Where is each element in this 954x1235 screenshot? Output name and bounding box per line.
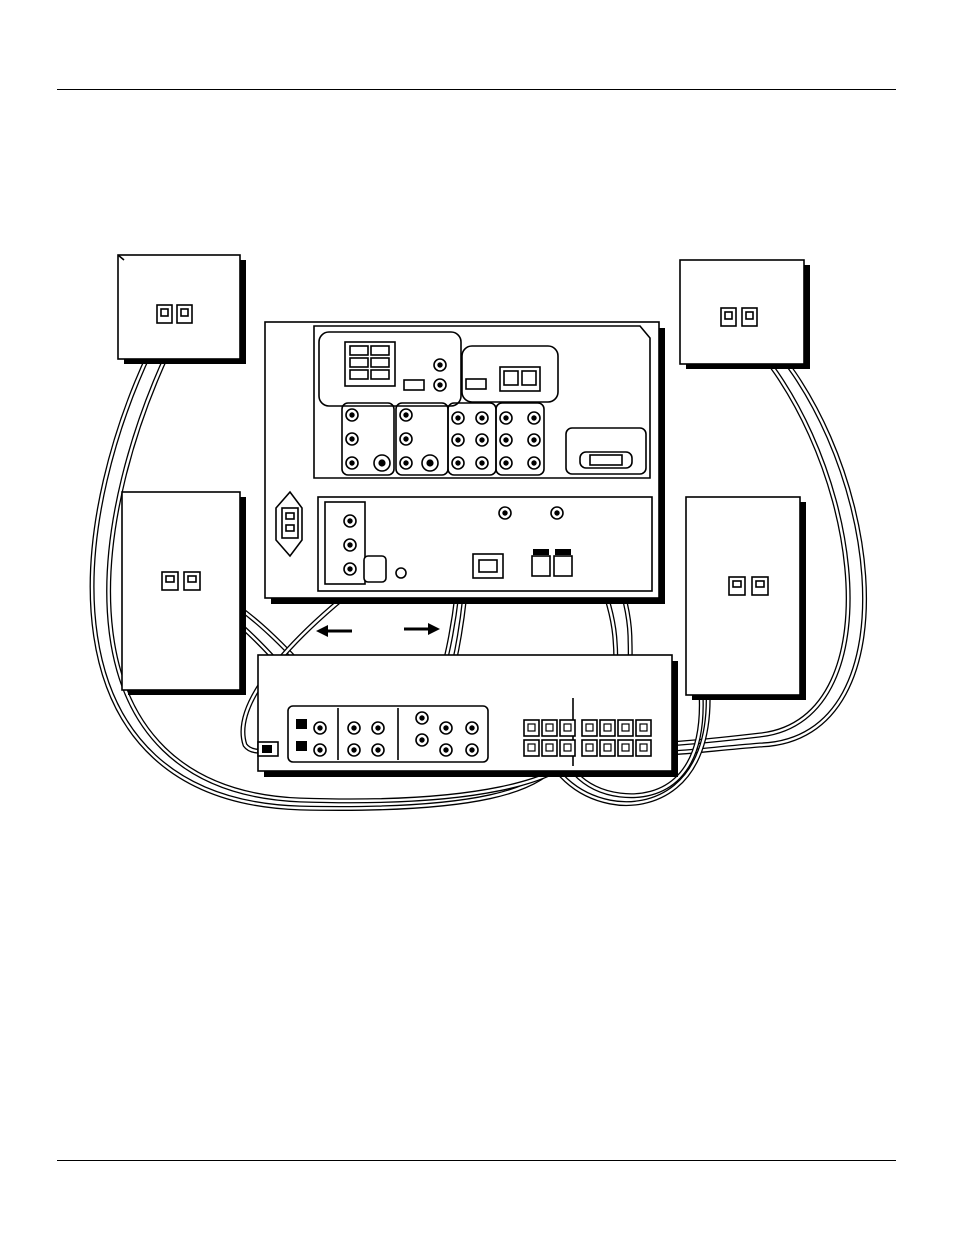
rca-jack-icon <box>346 409 358 421</box>
slide-switch-icon <box>404 380 424 390</box>
rca-jack-icon <box>344 515 356 527</box>
rca-jack-icon <box>344 539 356 551</box>
optical-plug-icon <box>258 742 278 756</box>
rca-jack-icon <box>400 457 412 469</box>
rca-jack-icon <box>344 563 356 575</box>
speaker-terminal-icon <box>560 720 575 736</box>
speaker-terminal-icon <box>618 720 633 736</box>
speaker-front-right <box>680 260 810 369</box>
audio-receiver <box>258 655 678 777</box>
rca-jack-icon <box>400 433 412 445</box>
rca-jack-icon <box>372 722 384 734</box>
speaker-terminal-icon <box>636 720 651 736</box>
rca-jack-icon <box>348 744 360 756</box>
tv-back-panel <box>265 322 665 604</box>
speaker-rear-right <box>686 497 806 700</box>
speaker-terminal-icon <box>542 740 557 756</box>
rca-jack-icon <box>499 507 511 519</box>
rca-jack-icon <box>528 434 540 446</box>
rca-jack-icon <box>476 434 488 446</box>
rca-jack-icon <box>466 744 478 756</box>
rca-jack-icon <box>452 412 464 424</box>
left-arrow <box>316 625 352 637</box>
speaker-terminal-icon <box>618 740 633 756</box>
rca-jack-icon <box>346 457 358 469</box>
phone-jack-icon <box>473 554 503 578</box>
speaker-terminal-icon <box>582 740 597 756</box>
rca-jack-icon <box>348 722 360 734</box>
rca-jack-icon <box>400 409 412 421</box>
speaker-terminal-icon <box>636 740 651 756</box>
rca-jack-icon <box>374 455 390 471</box>
rca-jack-icon <box>422 455 438 471</box>
rca-jack-icon <box>452 434 464 446</box>
speaker-terminal-icon <box>524 740 539 756</box>
speaker-rear-left <box>122 492 246 695</box>
rca-jack-icon <box>528 457 540 469</box>
dvi-port-icon <box>580 452 632 468</box>
speaker-terminal-icon <box>600 740 615 756</box>
rca-jack-icon <box>416 712 428 724</box>
rca-jack-icon <box>528 412 540 424</box>
slide-switch-icon <box>466 379 486 389</box>
rca-jack-icon <box>314 722 326 734</box>
rca-jack-icon <box>372 744 384 756</box>
speaker-terminal-icon <box>542 720 557 736</box>
rca-jack-icon <box>434 379 446 391</box>
rca-jack-icon <box>500 434 512 446</box>
rca-jack-icon <box>440 744 452 756</box>
speaker-terminal-icon <box>600 720 615 736</box>
rca-jack-icon <box>346 433 358 445</box>
rca-jack-icon <box>440 722 452 734</box>
rca-jack-icon <box>476 412 488 424</box>
rca-jack-icon <box>452 457 464 469</box>
speaker-terminal-icon <box>524 720 539 736</box>
rca-jack-icon <box>500 457 512 469</box>
rca-jack-icon <box>416 734 428 746</box>
rca-jack-icon <box>466 722 478 734</box>
rca-jack-icon <box>551 507 563 519</box>
speaker-front-left <box>118 255 246 364</box>
rca-jack-icon <box>314 744 326 756</box>
speaker-terminal-icon <box>582 720 597 736</box>
rca-jack-icon <box>500 412 512 424</box>
rca-jack-icon <box>434 359 446 371</box>
right-arrow <box>404 623 440 635</box>
speaker-terminal-icon <box>560 740 575 756</box>
rca-jack-icon <box>476 457 488 469</box>
